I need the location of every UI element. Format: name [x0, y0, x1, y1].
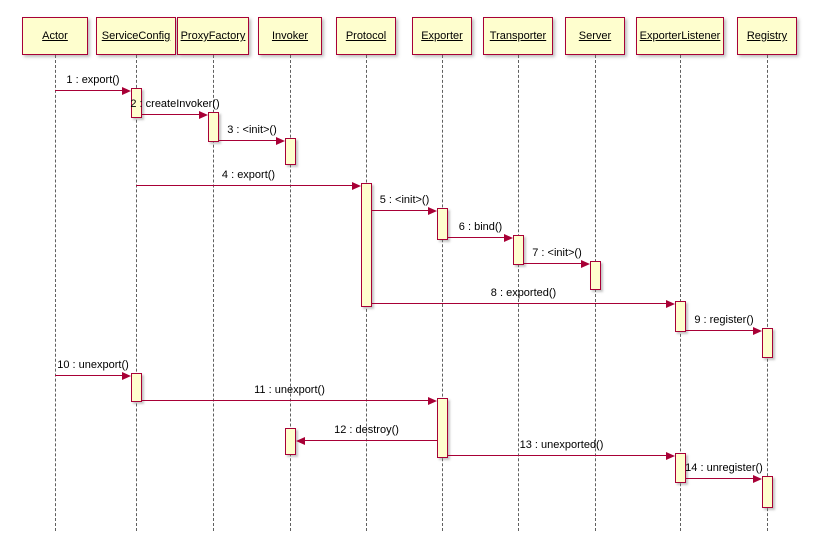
message-label: 7 : <init>()	[532, 247, 582, 259]
lifeline-server	[595, 55, 596, 531]
message-line	[136, 185, 353, 186]
lifeline-header-invoker: Invoker	[258, 17, 322, 55]
message-arrowhead	[199, 111, 208, 119]
message-arrowhead	[296, 437, 305, 445]
message-label: 13 : unexported()	[519, 439, 604, 451]
lifeline-name: ServiceConfig	[101, 30, 171, 42]
message-line	[142, 114, 200, 115]
lifeline-name: Protocol	[345, 30, 387, 42]
message-arrowhead	[581, 260, 590, 268]
lifeline-header-proxyfactory: ProxyFactory	[177, 17, 249, 55]
activation-bar-exporterlistener	[675, 301, 686, 332]
lifeline-exporter	[442, 55, 443, 531]
message-line	[686, 330, 754, 331]
activation-bar-serviceconfig	[131, 88, 142, 118]
message-line	[686, 478, 754, 479]
lifeline-invoker	[290, 55, 291, 531]
message-arrowhead	[504, 234, 513, 242]
message-line	[55, 375, 123, 376]
activation-bar-exporterlistener	[675, 453, 686, 483]
message-line	[524, 263, 582, 264]
lifeline-name: Exporter	[421, 30, 463, 42]
message-label: 4 : export()	[221, 169, 276, 181]
lifeline-actor	[55, 55, 56, 531]
message-label: 2 : createInvoker()	[130, 98, 220, 110]
lifeline-proxyfactory	[213, 55, 214, 531]
lifeline-name: Registry	[746, 30, 788, 42]
message-arrowhead	[428, 397, 437, 405]
message-arrowhead	[122, 87, 131, 95]
message-line	[372, 210, 429, 211]
lifeline-name: Actor	[42, 30, 68, 42]
message-arrowhead	[753, 475, 762, 483]
message-arrowhead	[352, 182, 361, 190]
activation-bar-transporter	[513, 235, 524, 265]
lifeline-name: Invoker	[271, 30, 309, 42]
message-label: 6 : bind()	[458, 221, 503, 233]
message-line	[219, 140, 277, 141]
message-label: 8 : exported()	[490, 287, 557, 299]
lifeline-header-server: Server	[565, 17, 625, 55]
message-label: 14 : unregister()	[685, 462, 763, 474]
activation-bar-invoker	[285, 138, 296, 165]
message-label: 10 : unexport()	[57, 359, 129, 371]
message-arrowhead	[666, 452, 675, 460]
lifeline-header-exporter: Exporter	[412, 17, 472, 55]
message-arrowhead	[753, 327, 762, 335]
message-label: 11 : unexport()	[254, 384, 325, 396]
activation-bar-proxyfactory	[208, 112, 219, 142]
activation-bar-serviceconfig	[131, 373, 142, 402]
message-arrowhead	[276, 137, 285, 145]
message-line	[304, 440, 437, 441]
message-label: 5 : <init>()	[379, 194, 430, 206]
message-line	[142, 400, 429, 401]
lifeline-name: ProxyFactory	[180, 30, 246, 42]
lifeline-exporterlistener	[680, 55, 681, 531]
activation-bar-exporter	[437, 208, 448, 240]
lifeline-name: ExporterListener	[639, 30, 721, 42]
activation-bar-protocol	[361, 183, 372, 307]
lifeline-transporter	[518, 55, 519, 531]
lifeline-registry	[767, 55, 768, 531]
lifeline-header-protocol: Protocol	[336, 17, 396, 55]
activation-bar-registry	[762, 328, 773, 358]
lifeline-header-transporter: Transporter	[483, 17, 553, 55]
message-line	[55, 90, 123, 91]
lifeline-header-serviceconfig: ServiceConfig	[96, 17, 176, 55]
message-label: 9 : register()	[694, 314, 754, 326]
activation-bar-invoker	[285, 428, 296, 455]
lifeline-header-actor: Actor	[22, 17, 88, 55]
activation-bar-server	[590, 261, 601, 290]
lifeline-header-exporterlistener: ExporterListener	[636, 17, 724, 55]
message-arrowhead	[428, 207, 437, 215]
activation-bar-exporter	[437, 398, 448, 458]
message-label: 12 : destroy()	[334, 424, 399, 436]
lifeline-name: Transporter	[489, 30, 547, 42]
message-line	[448, 455, 667, 456]
lifeline-serviceconfig	[136, 55, 137, 531]
lifeline-header-registry: Registry	[737, 17, 797, 55]
lifeline-name: Server	[578, 30, 612, 42]
message-arrowhead	[666, 300, 675, 308]
message-arrowhead	[122, 372, 131, 380]
message-line	[448, 237, 505, 238]
message-label: 3 : <init>()	[227, 124, 277, 136]
message-label: 1 : export()	[66, 74, 120, 86]
message-line	[372, 303, 667, 304]
activation-bar-registry	[762, 476, 773, 508]
